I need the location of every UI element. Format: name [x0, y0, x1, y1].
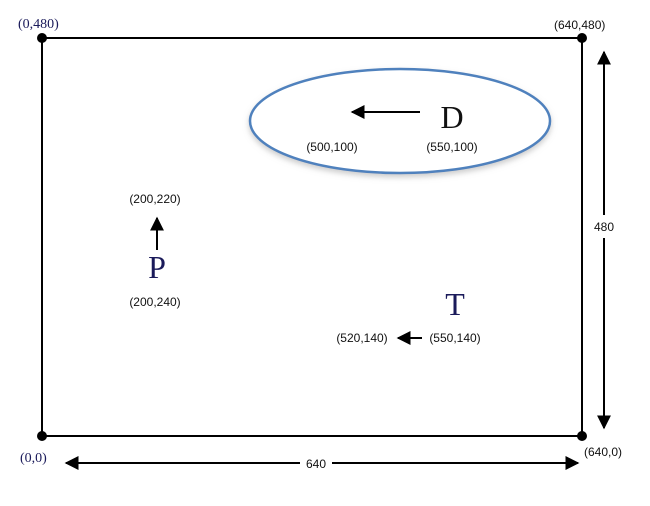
d-from-label: (550,100)	[426, 140, 477, 154]
label-bottom-right: (640,0)	[584, 445, 622, 459]
width-label: 640	[306, 457, 326, 471]
p-from-label: (200,240)	[129, 295, 180, 309]
screen-frame	[41, 37, 583, 437]
object-t-letter: T	[445, 286, 465, 322]
p-to-label: (200,220)	[129, 192, 180, 206]
label-top-right: (640,480)	[554, 18, 605, 32]
t-from-label: (550,140)	[429, 331, 480, 345]
height-label: 480	[594, 220, 614, 234]
corner-dot-bottom-right	[577, 431, 587, 441]
d-highlight-ellipse	[248, 67, 552, 175]
object-d-letter: D	[440, 99, 463, 135]
corner-dot-bottom-left	[37, 431, 47, 441]
t-to-label: (520,140)	[336, 331, 387, 345]
corner-dot-top-left	[37, 33, 47, 43]
corner-dot-top-right	[577, 33, 587, 43]
d-to-label: (500,100)	[306, 140, 357, 154]
object-p-letter: P	[148, 249, 166, 285]
label-top-left: (0,480)	[18, 17, 59, 32]
label-bottom-left: (0,0)	[20, 451, 47, 466]
